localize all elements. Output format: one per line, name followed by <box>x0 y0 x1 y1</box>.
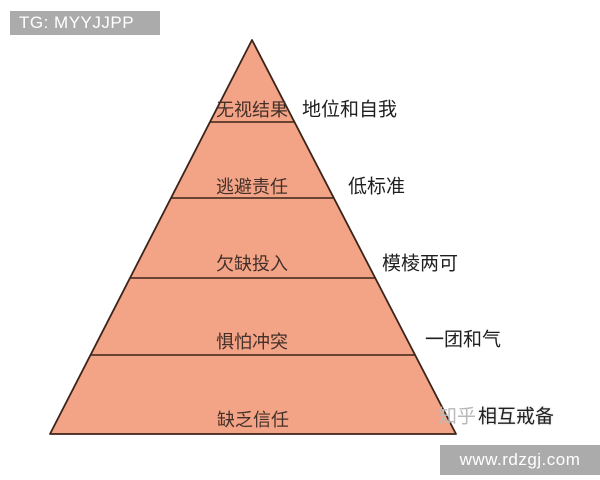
website-badge-bottom: www.rdzgj.com <box>440 445 600 475</box>
tier-label-inside-5: 缺乏信任 <box>217 410 289 430</box>
tier-label-outside-3: 模棱两可 <box>382 253 459 275</box>
tier-label-outside-5: 相互戒备 <box>478 406 555 428</box>
pyramid-shape <box>49 39 457 435</box>
tier-label-inside-2: 逃避责任 <box>216 177 288 197</box>
tier-label-inside-1: 无视结果 <box>216 100 288 120</box>
tier-label-outside-2: 低标准 <box>348 176 406 198</box>
tier-label-outside-4: 一团和气 <box>425 329 502 351</box>
source-badge-top: TG: MYYJJPP <box>10 11 160 35</box>
tier-label-inside-3: 欠缺投入 <box>216 254 288 274</box>
tier-label-outside-1: 地位和自我 <box>302 99 398 121</box>
tier-label-inside-4: 惧怕冲突 <box>216 332 288 352</box>
zhihu-watermark: 知乎 <box>438 406 477 428</box>
